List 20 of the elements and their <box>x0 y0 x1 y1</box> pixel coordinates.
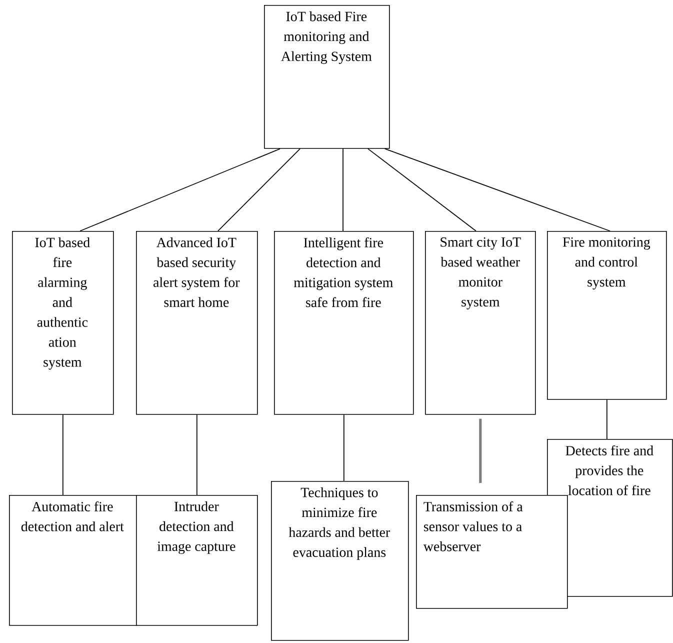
text-box: Intruder detection and image capture <box>136 495 258 626</box>
text-box: Smart city IoT based weather monitor system <box>425 231 536 415</box>
connector-line <box>343 414 344 482</box>
text-box: Intelligent fire detection and mitigation system safe from fire <box>274 231 414 415</box>
connector-line <box>196 414 198 496</box>
text-box: Techniques to minimize fire hazards and better evacuation plans <box>271 481 409 641</box>
connector-line <box>62 414 64 496</box>
text-box: IoT based fire alarming and authentic ation system <box>12 231 114 415</box>
text-box: Transmission of a sensor values to a webserver <box>416 495 568 609</box>
connector-line <box>342 148 344 232</box>
connector-line <box>80 148 280 232</box>
text-box: Advanced IoT based security alert system for smart home <box>136 231 258 415</box>
text-box: Fire monitoring and control system <box>547 231 667 400</box>
connector-line <box>368 148 476 232</box>
text-box: IoT based Fire monitoring and Alerting System <box>264 5 390 149</box>
connector-line <box>606 399 608 440</box>
connector-line <box>218 148 300 232</box>
text-box: Automatic fire detection and alert <box>9 495 137 626</box>
connector-line <box>479 418 482 483</box>
connector-line <box>384 148 610 232</box>
